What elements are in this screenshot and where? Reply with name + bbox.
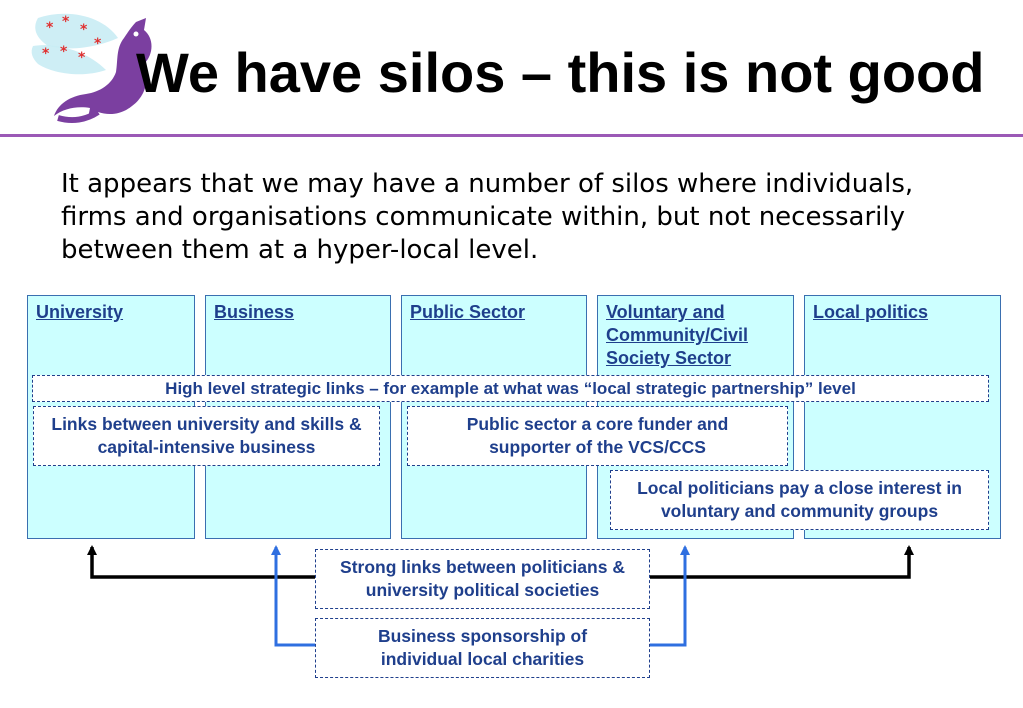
svg-text:*: *	[46, 20, 54, 36]
svg-text:*: *	[42, 46, 50, 62]
intro-paragraph: It appears that we may have a number of …	[61, 169, 914, 265]
business-sponsorship-links-box: Business sponsorship of individual local…	[315, 618, 650, 678]
dragon-logo-icon: * * * * * * *	[31, 13, 152, 123]
strategic-links-box: High level strategic links – for example…	[32, 375, 989, 402]
silo-label-business[interactable]: Business	[214, 302, 295, 322]
silo-label-university[interactable]: University	[36, 302, 124, 322]
svg-text:*: *	[94, 36, 102, 52]
business-sponsorship-arrow-right	[650, 545, 690, 647]
svg-text:*: *	[62, 14, 70, 30]
business-sponsorship-arrow	[271, 545, 316, 647]
politicians-university-links-box: Strong links between politicians & unive…	[315, 549, 650, 609]
public-vcs-links-box: Public sector a core funder and supporte…	[407, 406, 788, 466]
silo-label-public-sector[interactable]: Public Sector	[410, 302, 526, 322]
svg-text:*: *	[80, 22, 88, 38]
svg-text:*: *	[78, 50, 86, 66]
page-title: We have silos – this is not good	[136, 41, 985, 104]
politicians-voluntary-links-box: Local politicians pay a close interest i…	[610, 470, 989, 530]
politicians-university-arrow-right	[650, 545, 914, 579]
silo-label-voluntary-community[interactable]: Voluntary and Community/Civil Society Se…	[606, 302, 749, 368]
title-divider	[0, 134, 1023, 137]
university-business-links-box: Links between university and skills & ca…	[33, 406, 380, 466]
silo-label-local-politics[interactable]: Local politics	[813, 302, 929, 322]
svg-text:*: *	[60, 44, 68, 60]
politicians-university-arrow	[87, 545, 316, 579]
